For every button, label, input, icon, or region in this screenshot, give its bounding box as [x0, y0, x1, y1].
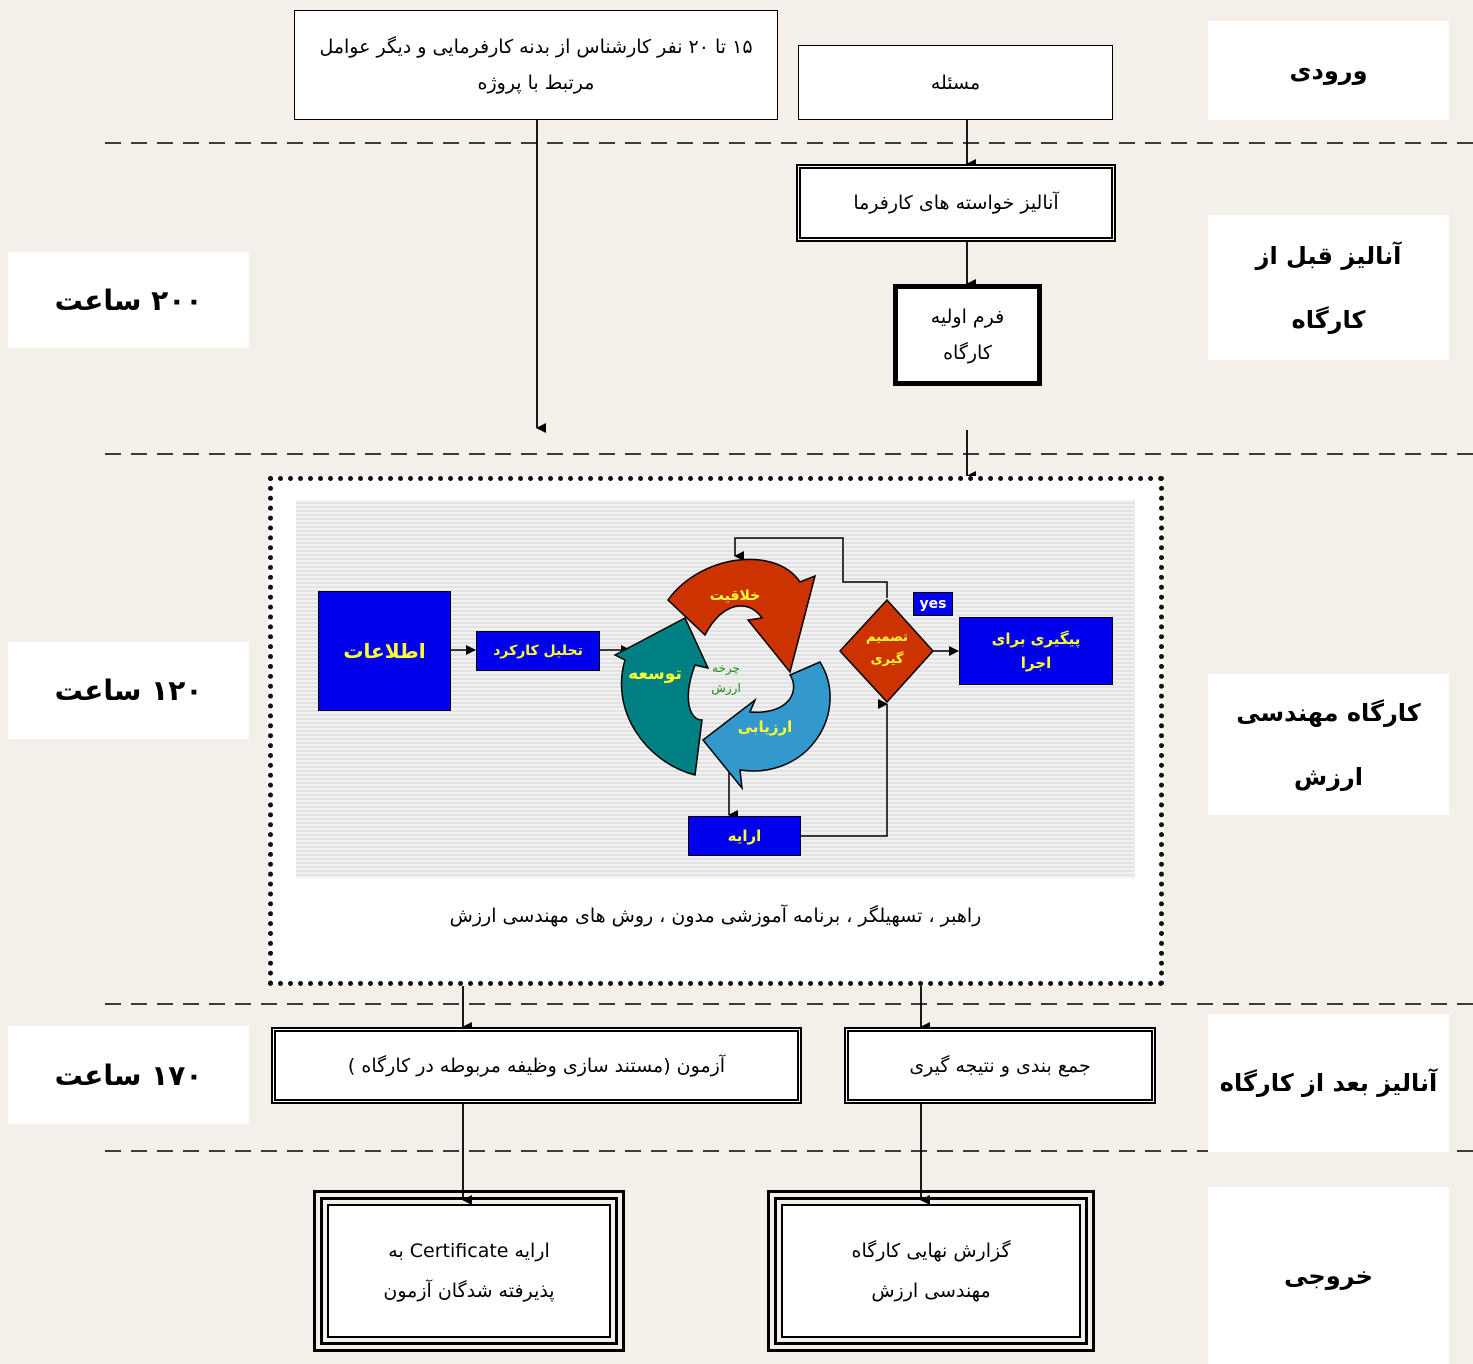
follow-up-box: پیگیری برای اجرا [959, 617, 1113, 685]
value-cycle-label: چرخه ارزش [711, 661, 741, 695]
phase-pre-analysis: آنالیز قبل از کارگاه [1208, 215, 1449, 360]
evaluation-arc [701, 661, 831, 791]
exam-box: آزمون (مستند سازی وظیفه مربوطه در کارگاه… [271, 1027, 802, 1104]
phase-separators [105, 142, 1473, 1152]
decision-label: تصمیم گیری [866, 630, 908, 667]
creativity-label: خلاقیت [709, 588, 761, 604]
development-label: توسعه [628, 664, 682, 684]
problem-box: مسئله [798, 45, 1113, 120]
hours-pre: ۲۰۰ ساعت [8, 252, 249, 348]
yes-label: yes [913, 592, 953, 616]
arrow-presentation-to-decision [801, 699, 888, 837]
hours-workshop: ۱۲۰ ساعت [8, 642, 249, 739]
creativity-arc [667, 558, 817, 674]
evaluation-label: ارزیابی [737, 718, 793, 736]
feedback-loop-line [734, 537, 888, 598]
client-needs-box: آنالیز خواسته های کارفرما [796, 164, 1116, 242]
phase-post-analysis: آنالیز بعد از کارگاه [1208, 1014, 1449, 1152]
final-report-box: گزارش نهایی کارگاه مهندسی ارزش [781, 1204, 1081, 1338]
certificate-frame: ارایه Certificate به پذیرفته شدگان آزمون [313, 1190, 625, 1352]
hours-post: ۱۷۰ ساعت [8, 1026, 249, 1124]
development-arc [613, 616, 710, 776]
experts-box: ۱۵ تا ۲۰ نفر کارشناس از بدنه کارفرمایی و… [294, 10, 778, 120]
initial-form-box: فرم اولیه کارگاه [893, 284, 1042, 386]
workshop-caption: راهبر ، تسهیلگر ، برنامه آموزشی مدون ، ر… [449, 905, 982, 927]
phase-workshop: کارگاه مهندسی ارزش [1208, 674, 1449, 815]
decision-diamond [838, 598, 935, 704]
information-box: اطلاعات [318, 591, 451, 711]
summary-box: جمع بندی و نتیجه گیری [844, 1027, 1156, 1104]
final-report-frame: گزارش نهایی کارگاه مهندسی ارزش [767, 1190, 1095, 1352]
certificate-box: ارایه Certificate به پذیرفته شدگان آزمون [327, 1204, 611, 1338]
phase-input: ورودی [1208, 21, 1449, 120]
function-analysis-box: تحلیل کارکرد [476, 631, 600, 671]
phase-output: خروجی [1208, 1187, 1449, 1364]
presentation-box: ارایه [688, 816, 801, 856]
